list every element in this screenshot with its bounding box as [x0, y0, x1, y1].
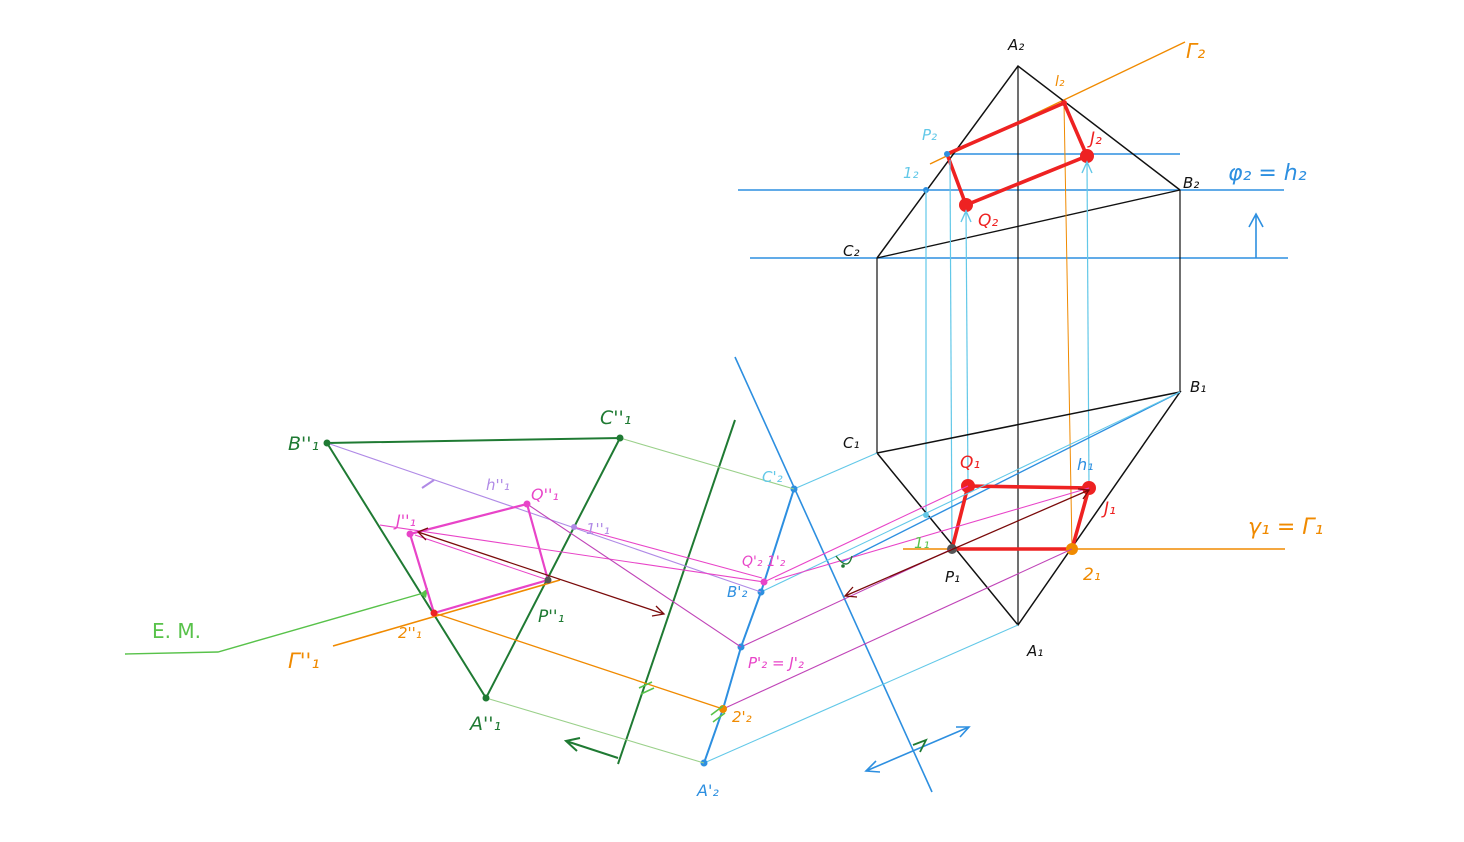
label-Q2p-12p: Q'₂ 1'₂ [742, 554, 786, 570]
projection-lines [925, 159, 1090, 550]
label-22p: 2'₂ [732, 708, 752, 726]
label-h1: h₁ [1077, 455, 1094, 474]
up-arrow [1248, 212, 1264, 258]
label-Jpp1: J''₁ [393, 511, 416, 530]
label-21: 2₁ [1083, 565, 1101, 585]
projection-arrowheads [960, 160, 1093, 223]
double-arrow-green [912, 738, 928, 753]
auxiliary-view-2 [124, 419, 795, 765]
label-Ppp1: P''₁ [538, 607, 564, 627]
green-triangle [325, 436, 622, 701]
label-A2p: A'₂ [696, 781, 719, 800]
label-J1: J₁ [1101, 499, 1116, 519]
label-C2: C₂ [843, 242, 860, 260]
label-Cpp1: C''₁ [600, 407, 631, 429]
label-12-top: 1₂ [903, 164, 919, 182]
h1-line [841, 391, 1181, 563]
green-direction-arrow [563, 737, 619, 759]
label-EM: E. M. [152, 619, 201, 643]
label-Gpp1: Γ''₁ [288, 649, 320, 673]
label-2pp1: 2''₁ [398, 624, 422, 642]
label-C1: C₁ [843, 434, 860, 452]
label-phi2-h2: φ₂ = h₂ [1228, 161, 1307, 186]
top-triangle [875, 390, 1182, 627]
point-P2 [944, 151, 950, 157]
em-line [124, 593, 421, 655]
point-J2 [1080, 149, 1094, 163]
label-Qpp1: Q''₁ [531, 485, 559, 504]
label-J2: J₂ [1087, 129, 1102, 149]
label-hpp1: h''₁ [486, 476, 510, 494]
label-A1: A₁ [1026, 642, 1043, 660]
labels: A₂ B₂ C₂ B₁ C₁ A₁ P₁ 1₂ P₂ l₂ Γ₂ J₂ Q₂ φ… [152, 36, 1323, 800]
label-P1: P₁ [945, 568, 960, 586]
label-l2-top: l₂ [1055, 74, 1065, 90]
label-B2: B₂ [1183, 174, 1199, 192]
front-edge-c2b2 [876, 189, 1181, 259]
double-arrow-blue [864, 726, 971, 773]
orange-ref-2 [1063, 102, 1073, 550]
label-P2: P₂ [922, 126, 937, 144]
blue-axis-line [734, 356, 933, 793]
section-pink [408, 502, 550, 615]
label-C2p: C'₂ [762, 468, 783, 486]
green-axis-line [617, 419, 736, 765]
label-Bpp1: B''₁ [288, 433, 319, 455]
label-A2: A₂ [1007, 36, 1024, 54]
label-Q2: Q₂ [978, 211, 998, 231]
label-B1: B₁ [1190, 378, 1206, 396]
label-11: 1₁ [914, 534, 930, 552]
auxiliary-view-1 [700, 356, 1181, 793]
point-l2 [1061, 100, 1067, 106]
section-top-red [949, 484, 1092, 551]
front-triangle-outline [876, 64, 1181, 259]
label-Q1: Q₁ [960, 453, 980, 473]
label-1pp1: 1''₁ [586, 520, 610, 538]
label-Gamma2: Γ₂ [1186, 39, 1205, 63]
label-App1: A''₁ [468, 713, 501, 735]
label-P2p-J2p: P'₂ = J'₂ [748, 654, 804, 672]
right-angle-marker [835, 555, 853, 565]
label-B2p: B'₂ [727, 583, 747, 601]
distance-arrow [843, 488, 1091, 598]
front-view [738, 41, 1288, 625]
gamma-pp-line [332, 579, 561, 647]
top-view [841, 390, 1285, 627]
label-gamma1-Gamma1: γ₁ = Γ₁ [1248, 515, 1323, 540]
point-Q2 [959, 198, 973, 212]
